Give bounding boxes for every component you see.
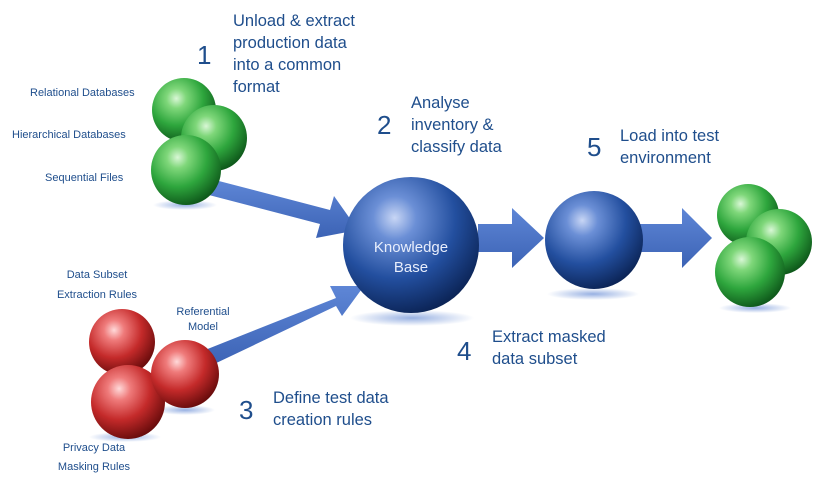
rule-referential-line: Referential <box>176 306 230 318</box>
step-3-line: creation rules <box>273 411 373 429</box>
arrow-kb-to-extract <box>478 208 544 268</box>
step-1-number: 1 <box>197 40 212 70</box>
rule-data-subset-line: Extraction Rules <box>56 289 138 301</box>
step-5-number: 5 <box>587 132 602 162</box>
step-3-line: Define test data <box>273 389 389 407</box>
step-2-line: classify data <box>411 138 502 156</box>
knowledge-base-line: Base <box>393 259 429 276</box>
source-hierarchical-label: Hierarchical Databases <box>12 129 126 141</box>
sphere-shadow <box>719 303 791 313</box>
rule-data-subset-line: Data Subset <box>66 269 128 281</box>
arrow-rules-to-kb <box>200 286 364 366</box>
step-4-number: 4 <box>457 336 472 366</box>
arrow-sources-to-kb <box>205 180 358 238</box>
sphere-shadow <box>350 310 474 326</box>
knowledge-base-label: Knowledge Base <box>351 238 471 278</box>
rule-privacy-label: Privacy Data Masking Rules <box>44 441 144 475</box>
step-3-number: 3 <box>239 395 254 425</box>
step-1-line: into a common <box>233 56 342 74</box>
rule-privacy-line: Privacy Data <box>62 442 126 454</box>
source-relational-label: Relational Databases <box>30 87 135 99</box>
arrow-extract-to-test <box>640 208 712 268</box>
sphere-shadow <box>547 288 639 300</box>
red-sphere <box>89 309 155 375</box>
source-sequential-label: Sequential Files <box>45 172 124 184</box>
step-1-line: production data <box>233 34 347 52</box>
step-5-line: Load into test <box>620 127 720 145</box>
red-sphere <box>151 340 219 408</box>
rule-privacy-line: Masking Rules <box>57 461 131 473</box>
step-1-line: Unload & extract <box>233 12 355 30</box>
rule-referential-line: Model <box>188 321 218 333</box>
green-sphere <box>151 135 221 205</box>
rule-data-subset-label: Data Subset Extraction Rules <box>42 268 152 303</box>
step-4-line: data subset <box>492 350 578 368</box>
step-2-number: 2 <box>377 110 392 140</box>
step-3-label: Define test data creation rules <box>273 387 389 431</box>
step-5-label: Load into test environment <box>620 125 719 169</box>
step-1-label: Unload & extract production data into a … <box>233 10 355 98</box>
rule-referential-label: Referential Model <box>168 305 238 335</box>
sphere-shadow <box>155 405 215 415</box>
step-2-line: inventory & <box>411 116 494 134</box>
step-4-label: Extract masked data subset <box>492 326 606 370</box>
knowledge-base-line: Knowledge <box>373 239 449 256</box>
sphere-shadow <box>153 200 217 210</box>
step-1-line: format <box>233 78 280 96</box>
green-sphere <box>715 237 785 307</box>
step-2-line: Analyse <box>411 94 470 112</box>
step-4-line: Extract masked <box>492 328 606 346</box>
red-sphere <box>91 365 165 439</box>
knowledge-base-sphere <box>343 177 479 313</box>
step-2-label: Analyse inventory & classify data <box>411 92 502 158</box>
extract-sphere <box>545 191 643 289</box>
step-5-line: environment <box>620 149 711 167</box>
